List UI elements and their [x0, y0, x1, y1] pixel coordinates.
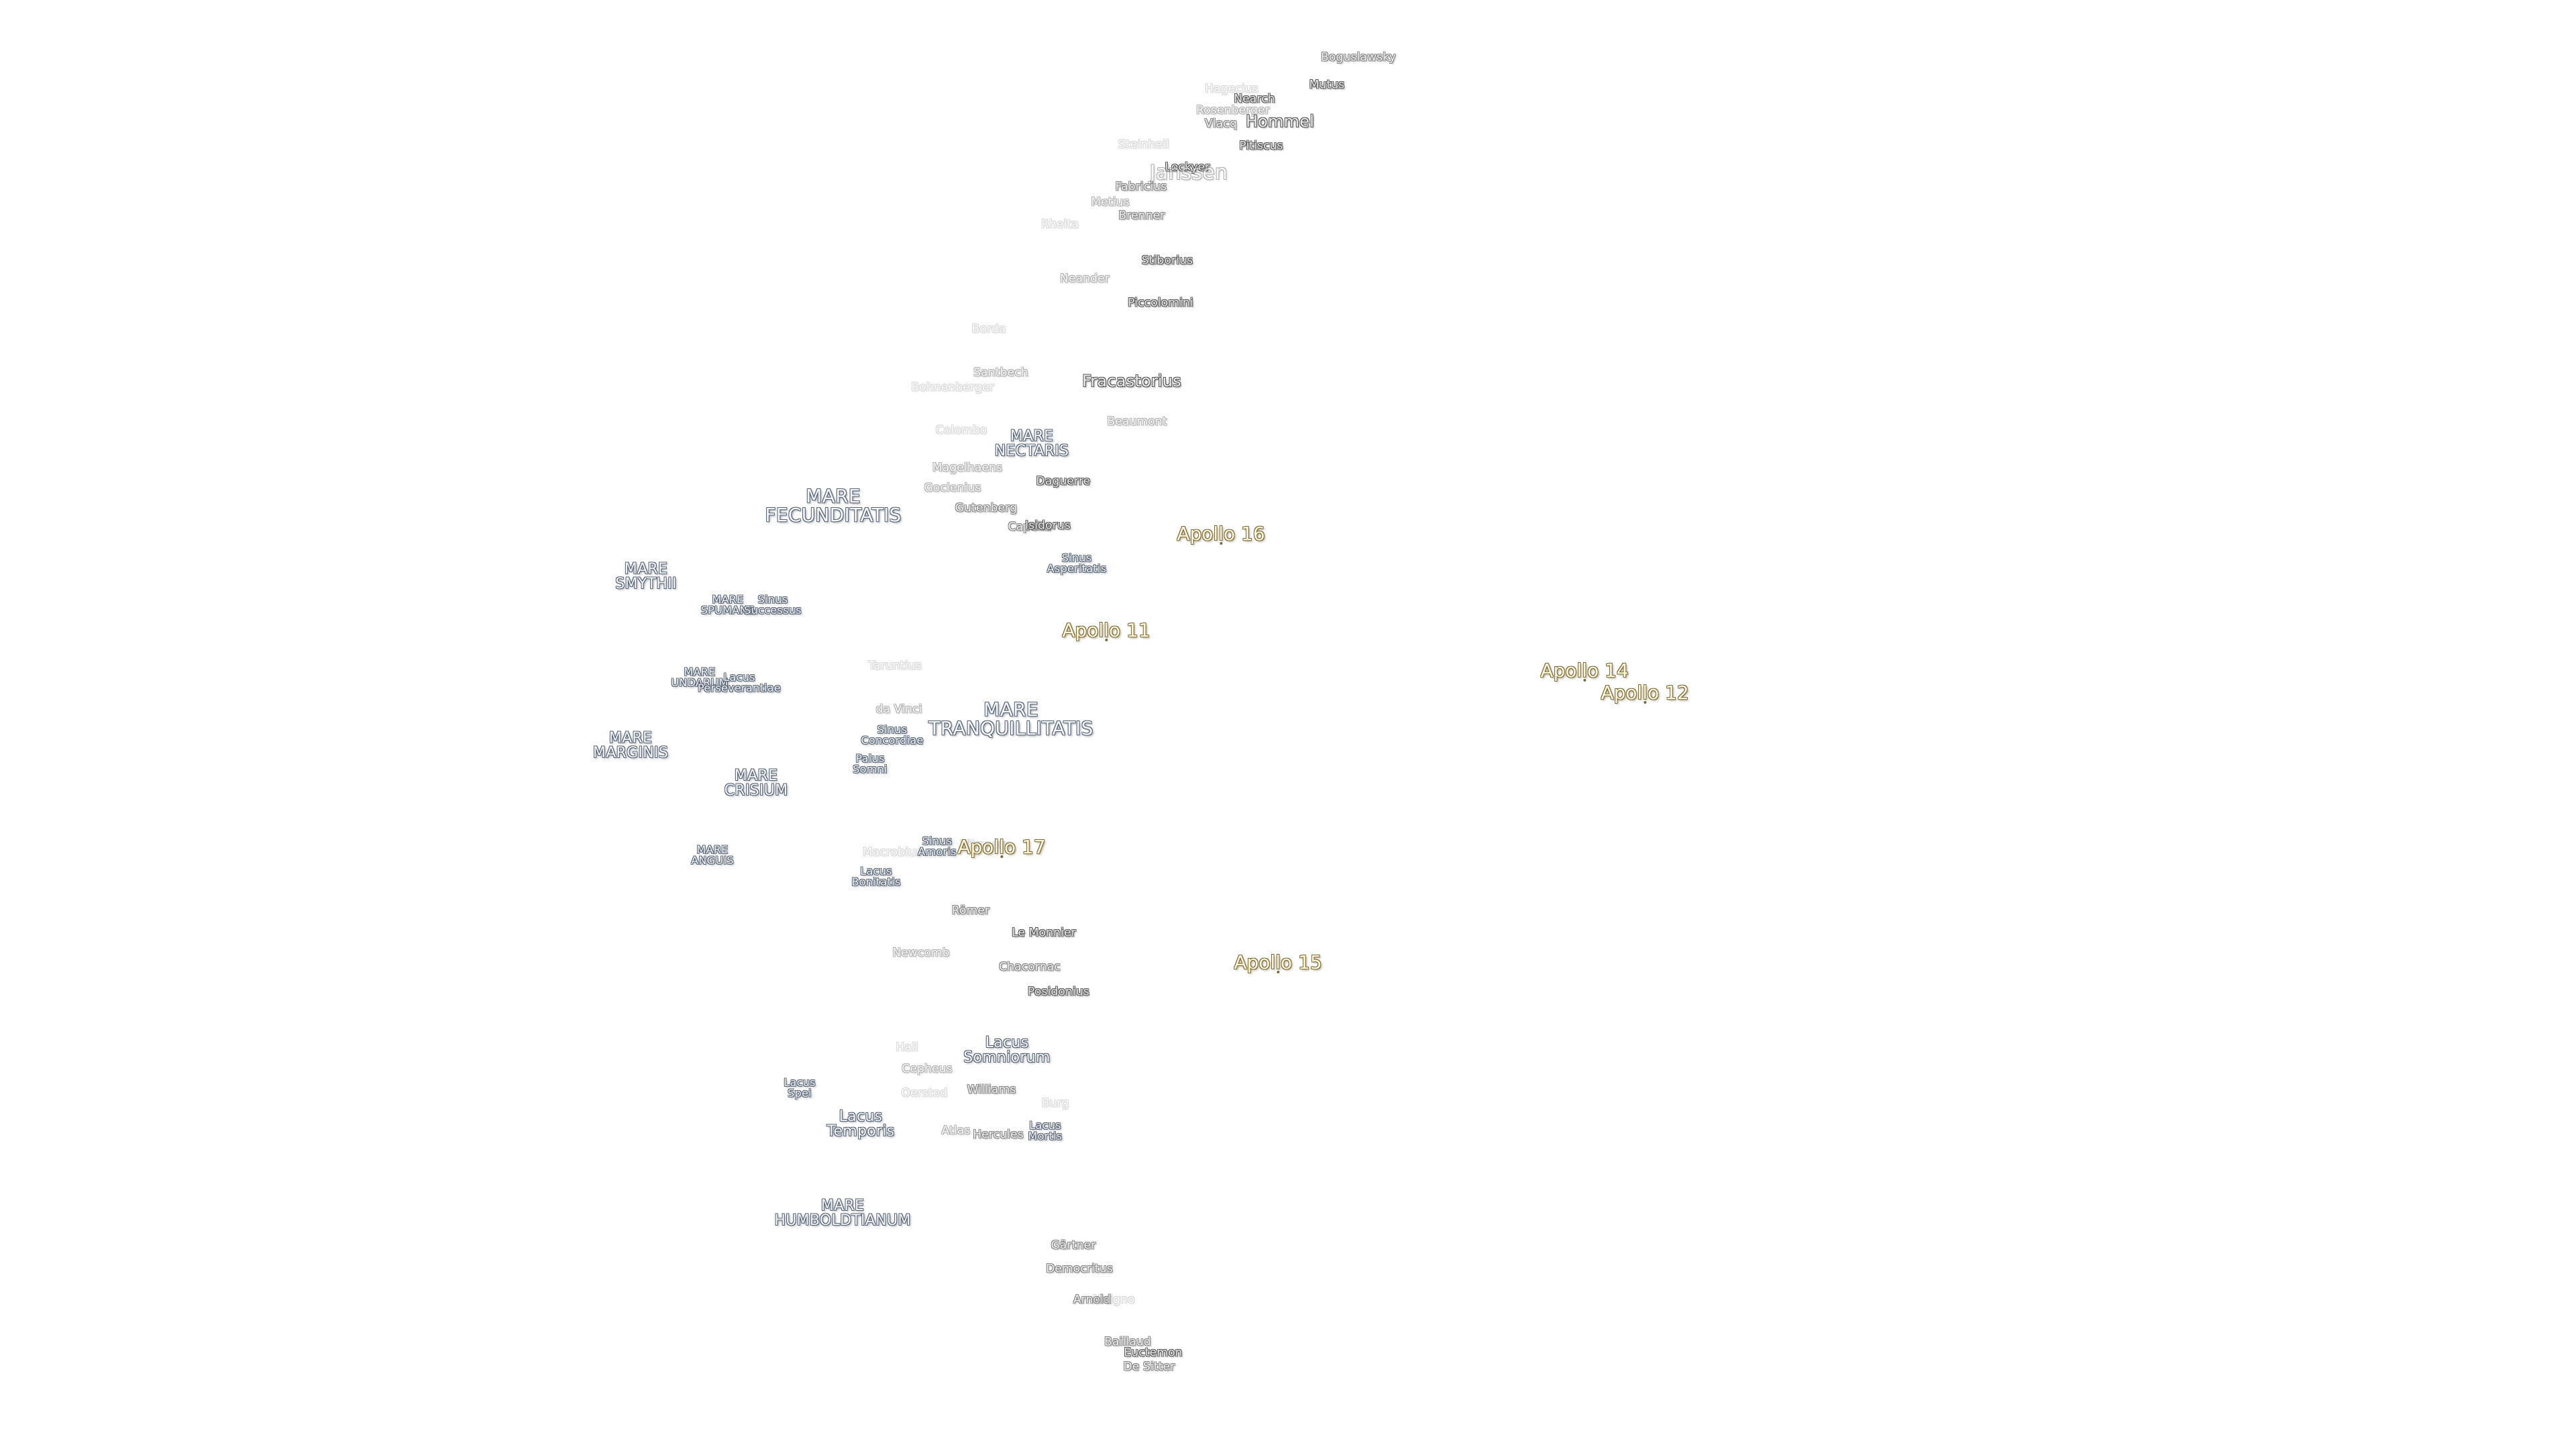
crater-label-bohnenberger: Bohnenberger [911, 380, 994, 394]
lacus-label-bonitatis: Lacus Bonitatis [851, 865, 901, 888]
crater-label-da-vinci: da Vinci [875, 702, 922, 716]
crater-label-daguerre: Daguerre [1036, 474, 1091, 488]
crater-label-taruntius: Taruntius [868, 659, 922, 673]
mare-label-anguis: MARE ANGUIS [691, 843, 734, 867]
mare-label-spumans: MARE SPUMANS [700, 593, 755, 616]
crater-label-baillaud: Baillaud [1104, 1335, 1151, 1349]
mare-label-smythii: MARE SMYTHII [615, 561, 677, 592]
mare-label-humboldtianum: MARE HUMBOLDTIANUM [774, 1197, 911, 1229]
crater-label-borda: Borda [971, 322, 1006, 336]
sinus-label-amoris: Sinus Amoris [918, 835, 957, 858]
lacus-label-spei: Lacus Spei [784, 1076, 816, 1099]
crater-label-pitiscus: Pitiscus [1239, 139, 1283, 153]
crater-label-hommel: Hommel [1245, 112, 1315, 131]
crater-label-gutenberg: Gutenberg [955, 501, 1018, 515]
sinus-label-successus: Sinus Successus [744, 593, 802, 616]
crater-label-hall: Hall [896, 1040, 918, 1055]
crater-label-goclenius: Goclenius [924, 481, 981, 495]
crater-label-steinheil: Steinheil [1118, 138, 1169, 152]
crater-label-chacornac: Chacornac [999, 960, 1061, 974]
crater-label-fabricius: Fabricius [1115, 180, 1167, 194]
palus-label-somni: Palus Somni [853, 752, 888, 775]
crater-label-romer: Römer [951, 904, 990, 918]
crater-label-magelhaens: Magelhaens [932, 461, 1003, 475]
crater-label-moigno: Moigno [1092, 1293, 1135, 1307]
crater-label-capella: Capella [1008, 520, 1052, 534]
crater-label-mutus: Mutus [1309, 78, 1345, 92]
crater-label-metius: Metius [1091, 195, 1130, 209]
crater-label-brenner: Brenner [1118, 209, 1165, 223]
crater-label-le-monnier: Le Monnier [1012, 926, 1076, 940]
apollo-14-marker[interactable]: Apollo 14 [1540, 659, 1629, 682]
crater-label-piccolomini: Piccolomini [1128, 296, 1193, 310]
crater-label-isidorus: Isidorus [1024, 519, 1071, 533]
crater-label-oersted: Oersted [901, 1086, 948, 1100]
crater-label-fracastorius: Fracastorius [1082, 372, 1181, 390]
crater-label-stiborius: Stiborius [1141, 254, 1193, 268]
apollo-17-marker[interactable]: Apollo 17 [957, 836, 1046, 858]
apollo-16-marker[interactable]: Apollo 16 [1177, 523, 1265, 545]
crater-label-de-sitter: De Sitter [1123, 1360, 1175, 1374]
sinus-label-concordiae: Sinus Concordiae [861, 723, 924, 747]
crater-label-santbech: Santbech [973, 366, 1028, 380]
crater-label-democritus: Democritus [1046, 1262, 1113, 1276]
apollo-11-marker[interactable]: Apollo 11 [1062, 619, 1150, 641]
crater-label-euctemon: Euctemon [1124, 1346, 1183, 1360]
mare-label-undarum: MARE UNDARUM [671, 665, 729, 689]
crater-label-macrobius: Macrobius [862, 845, 922, 859]
mare-label-fecunditatis: MARE FECUNDITATIS [765, 485, 902, 526]
crater-label-williams: Williams [967, 1083, 1016, 1097]
crater-label-neander: Neander [1059, 272, 1110, 286]
crater-label-vlacq: Vlacq [1205, 117, 1237, 131]
crater-label-rosenberger: Rosenberger [1196, 103, 1270, 117]
crater-label-cepheus: Cepheus [902, 1062, 953, 1076]
mare-label-crisium: MARE CRISIUM [724, 767, 788, 799]
lacus-label-mortis: Lacus Mortis [1028, 1119, 1063, 1142]
lacus-label-perseverantiae: Lacus Perseverantiae [697, 671, 782, 694]
apollo-12-marker[interactable]: Apollo 12 [1601, 682, 1689, 704]
lacus-label-somniorum: Lacus Somniorum [963, 1034, 1051, 1066]
crater-label-burg: Burg [1041, 1096, 1069, 1110]
crater-label-lockyer: Lockyer [1165, 160, 1210, 174]
crater-label-rheita: Rheita [1040, 217, 1079, 231]
crater-label-posidonius: Posidonius [1028, 985, 1089, 999]
mare-label-tranquillitatis: MARE TRANQUILLITATIS [928, 698, 1093, 739]
sinus-label-asperitatis: Sinus Asperitatis [1046, 551, 1107, 575]
crater-label-boguslawsky: Boguslawsky [1321, 50, 1396, 64]
crater-label-gartner: Gärtner [1051, 1238, 1096, 1252]
crater-label-newcomb: Newcomb [892, 946, 950, 960]
crater-label-colombo: Colombo [935, 423, 987, 437]
lacus-label-temporis: Lacus Temporis [826, 1108, 895, 1140]
crater-label-arnold: Arnold [1073, 1293, 1112, 1307]
apollo-15-marker[interactable]: Apollo 15 [1234, 951, 1322, 973]
mare-label-marginis: MARE MARGINIS [592, 730, 669, 761]
crater-label-atlas: Atlas [941, 1124, 971, 1138]
mare-label-nectaris: MARE NECTARIS [994, 428, 1069, 460]
crater-label-hercules: Hercules [973, 1128, 1024, 1142]
crater-label-beaumont: Beaumont [1107, 415, 1167, 429]
crater-label-janssen: Janssen [1149, 161, 1228, 184]
crater-label-vitruvius: Vitruvius [960, 838, 1012, 852]
crater-label-hagecius: Hagecius [1205, 82, 1258, 96]
crater-label-nearch: Nearch [1234, 92, 1275, 106]
